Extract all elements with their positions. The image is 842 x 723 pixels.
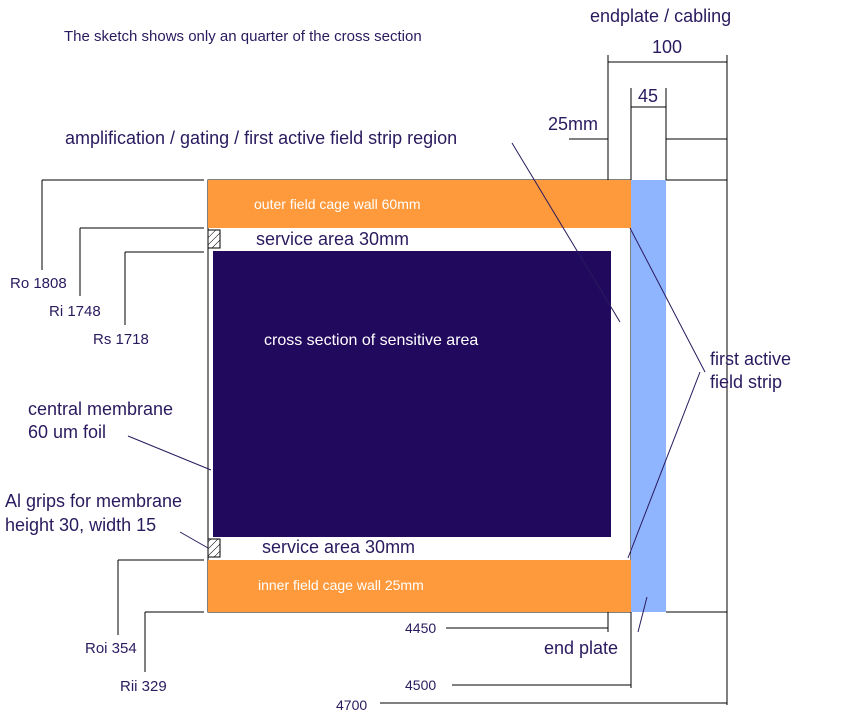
first-active-leader-top <box>629 227 706 373</box>
amplification-label: amplification / gating / first active fi… <box>65 128 457 148</box>
ri-label: Ri 1748 <box>49 303 101 320</box>
inner-wall-label: inner field cage wall 25mm <box>258 577 424 593</box>
al-grip-top <box>207 229 221 249</box>
first-active-label-line1: first active <box>710 349 791 369</box>
rii-label: Rii 329 <box>120 678 167 695</box>
endplate-cabling-label: endplate / cabling <box>590 6 731 26</box>
dim-4450: 4450 <box>405 620 436 636</box>
outer-wall-label: outer field cage wall 60mm <box>254 196 421 212</box>
sensitive-area-label: cross section of sensitive area <box>264 332 478 349</box>
dim-45: 45 <box>638 86 658 106</box>
rs-label: Rs 1718 <box>93 331 149 348</box>
first-active-leader-bottom <box>627 371 701 559</box>
central-membrane-label-line2: 60 um foil <box>28 422 106 442</box>
service-area-bottom-label: service area 30mm <box>262 537 415 557</box>
end-plate-leader <box>637 596 648 633</box>
sketch-note: The sketch shows only an quarter of the … <box>64 28 422 45</box>
end-plate-label: end plate <box>544 638 618 658</box>
sensitive-area <box>213 251 611 537</box>
outer-field-cage-wall <box>208 180 631 228</box>
central-membrane-label-line1: central membrane <box>28 399 173 419</box>
dim-25mm: 25mm <box>548 114 598 134</box>
first-active-label-line2: field strip <box>710 372 782 392</box>
ro-label: Ro 1808 <box>10 275 67 292</box>
inner-field-cage-wall <box>208 560 631 612</box>
al-grips-label-line1: Al grips for membrane <box>5 491 182 511</box>
dim-4500: 4500 <box>405 677 436 693</box>
dim-4700: 4700 <box>336 697 367 713</box>
al-grip-bottom <box>207 538 221 558</box>
roi-label: Roi 354 <box>85 640 137 657</box>
al-grips-leader <box>179 531 209 549</box>
dim-100: 100 <box>652 37 682 57</box>
service-area-top-label: service area 30mm <box>256 229 409 249</box>
central-membrane-leader <box>127 435 212 471</box>
end-plate <box>631 180 666 612</box>
al-grips-label-line2: height 30, width 15 <box>5 515 156 535</box>
amplification-leader <box>511 142 621 323</box>
